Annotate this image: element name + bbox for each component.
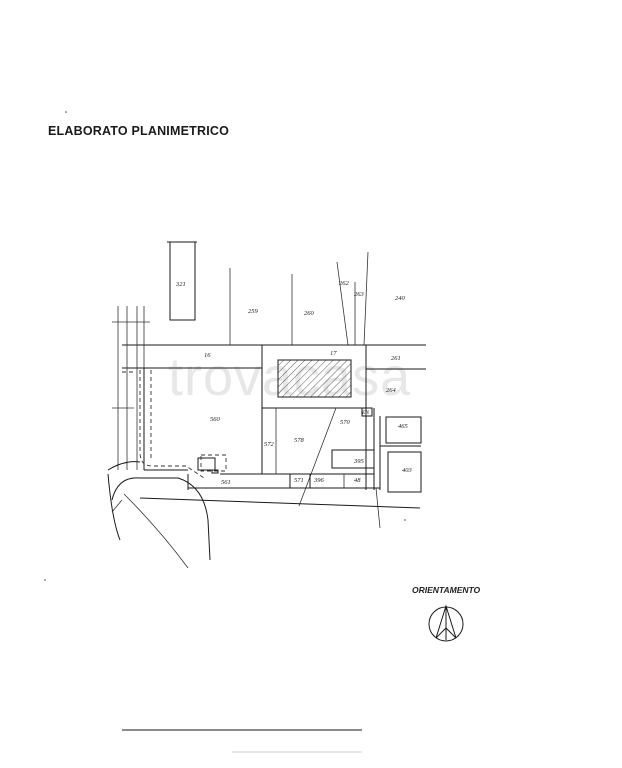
parcel-label-396: 396: [313, 477, 325, 484]
orientation-label: ORIENTAMENTO: [412, 585, 481, 595]
parcel-label-48: 48: [354, 477, 361, 484]
speck-mark: [65, 111, 67, 113]
parcel-label-17: 17: [330, 350, 337, 357]
parcel-label-260: 260: [304, 310, 315, 317]
dashed-path: [139, 370, 205, 479]
parcel-label-572: 572: [264, 441, 275, 448]
diagonal-boundary: [298, 407, 337, 507]
parcel-label-16: 16: [204, 352, 211, 359]
page-title: ELABORATO PLANIMETRICO: [48, 124, 230, 138]
parcel-label-262: 262: [339, 280, 350, 287]
parcel-label-263: 263: [354, 291, 365, 298]
parcel-label-259: 259: [248, 308, 259, 315]
parcel-label-240: 240: [395, 295, 406, 302]
parcel-label-571: 571: [294, 477, 304, 484]
parcel-label-578: 578: [294, 437, 305, 444]
parcel-label-261: 261: [391, 355, 401, 362]
small-building: [197, 457, 216, 471]
parcel-403-outline: [387, 451, 422, 493]
parcel-label-403: 403: [402, 467, 413, 474]
north-arrow-icon: [428, 604, 464, 642]
parcel-label-570: 570: [340, 419, 351, 426]
subject-building-hatched: [277, 359, 352, 398]
parcel-label-465: 465: [398, 423, 409, 430]
parcel-label-561: 561: [221, 479, 231, 486]
parcel-465-outline: [385, 416, 422, 444]
parcel-label-395: 395: [353, 458, 365, 465]
parcel-label-560: 560: [210, 416, 221, 423]
parcel-label-321: 321: [175, 281, 186, 288]
parcel-label-en: EN: [361, 410, 369, 416]
parcel-label-264: 264: [386, 387, 397, 394]
